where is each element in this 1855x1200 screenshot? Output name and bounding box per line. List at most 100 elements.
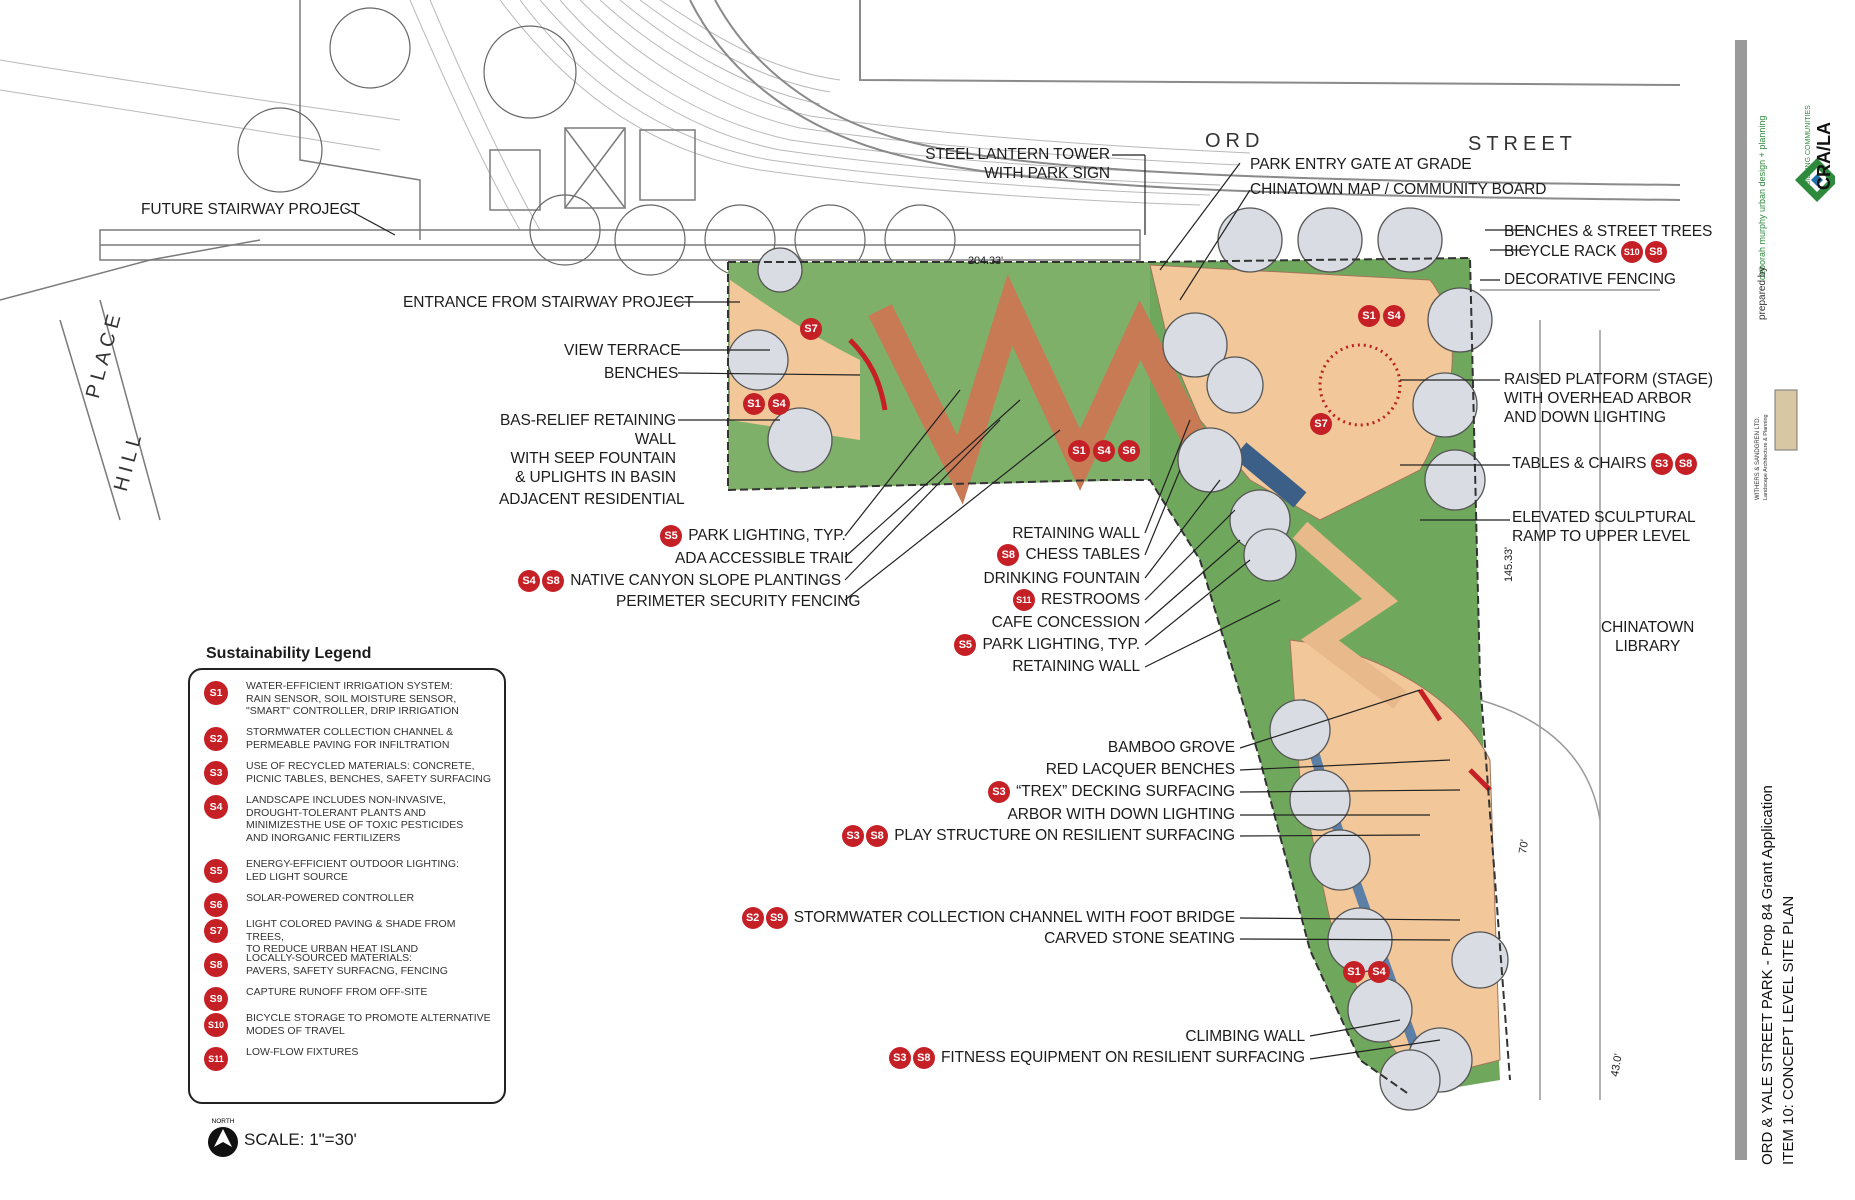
label-drinking-fountain: DRINKING FOUNTAIN — [983, 570, 1141, 587]
badge-s3: S3 — [1650, 453, 1673, 475]
prepared-by-text: prepared by — [1757, 267, 1768, 320]
badge-s5: S5 — [660, 525, 682, 547]
legend-text: USE OF RECYCLED MATERIALS: CONCRETE, PIC… — [246, 760, 492, 785]
legend-badge: S3 — [204, 761, 228, 785]
badge-s2: S2 — [741, 907, 764, 929]
ord-street-curb — [689, 0, 1681, 201]
badge-s11: S11 — [1012, 589, 1035, 611]
title-line-2: ITEM 10: CONCEPT LEVEL SITE PLAN — [1780, 896, 1797, 1165]
legend-text: STORMWATER COLLECTION CHANNEL & PERMEABL… — [246, 726, 454, 751]
legend-text: WATER-EFFICIENT IRRIGATION SYSTEM: RAIN … — [246, 680, 459, 717]
badge-s8: S8 — [1644, 241, 1667, 263]
firm-text: WITHERS & SANDGREN LTD. — [1755, 416, 1761, 500]
north-label: NORTH — [212, 1118, 235, 1125]
legend-badge: S2 — [204, 727, 228, 751]
plan-badge-s6-slope: S6 — [1118, 440, 1140, 462]
label-steel-lantern: STEEL LANTERN TOWER WITH PARK SIGN — [925, 146, 1110, 182]
plan-badge-s4-terrace: S4 — [768, 393, 790, 415]
title-line-1: ORD & YALE STREET PARK - Prop 84 Grant A… — [1759, 785, 1776, 1165]
legend-text: LANDSCAPE INCLUDES NON-INVASIVE, DROUGHT… — [246, 794, 464, 844]
street-name-ord: ORD — [1205, 130, 1265, 152]
label-chess-tables: S8 CHESS TABLES — [950, 544, 1140, 566]
label-park-lighting-1: S5 PARK LIGHTING, TYP. — [660, 525, 846, 547]
label-bamboo-grove: BAMBOO GROVE — [1107, 739, 1235, 756]
stairway-outline — [0, 0, 1141, 521]
label-bas-relief: BAS-RELIEF RETAINING WALL WITH SEEP FOUN… — [500, 412, 676, 486]
legend-badge: S7 — [204, 919, 228, 943]
logo-sub-text: BUILDING COMMUNITIES — [1805, 105, 1812, 190]
badge-s5: S5 — [954, 634, 977, 656]
legend-text: LOCALLY-SOURCED MATERIALS: PAVERS, SAFET… — [246, 952, 448, 977]
legend-badge: S8 — [204, 953, 228, 977]
label-decorative-fencing: DECORATIVE FENCING — [1504, 271, 1676, 288]
badge-s8: S8 — [865, 825, 888, 847]
scale-label: SCALE: 1"=30' — [244, 1130, 357, 1149]
label-arbor: ARBOR WITH DOWN LIGHTING — [1007, 806, 1235, 823]
library-outline — [1479, 289, 1660, 1100]
label-retaining-wall-2: RETAINING WALL — [1012, 658, 1140, 675]
label-ada-trail: ADA ACCESSIBLE TRAIL — [675, 550, 853, 567]
badge-s8: S8 — [912, 1047, 935, 1069]
label-entrance-stairway: ENTRANCE FROM STAIRWAY PROJECT — [403, 294, 694, 311]
legend-text: ENERGY-EFFICIENT OUTDOOR LIGHTING: LED L… — [246, 858, 459, 883]
legend-text: SOLAR-POWERED CONTROLLER — [246, 892, 415, 904]
label-benches-trees: BENCHES & STREET TREES — [1504, 223, 1713, 240]
badge-s3: S3 — [987, 781, 1010, 803]
label-chinatown-map: CHINATOWN MAP / COMMUNITY BOARD — [1250, 181, 1547, 198]
plan-badge-s1-terrace: S1 — [743, 393, 765, 415]
dimension-top: 204.33' — [968, 255, 1004, 267]
label-raised-platform: RAISED PLATFORM (STAGE) WITH OVERHEAD AR… — [1504, 371, 1713, 426]
legend-text: BICYCLE STORAGE TO PROMOTE ALTERNATIVE M… — [246, 1012, 491, 1037]
logo-top-text: CRA/LA — [1814, 122, 1834, 190]
label-cafe: CAFE CONCESSION — [991, 614, 1140, 631]
dimension-diag: 70' — [1516, 838, 1532, 855]
badge-s9: S9 — [765, 907, 788, 929]
badge-s3: S3 — [888, 1047, 911, 1069]
label-adjacent-residential: ADJACENT RESIDENTIAL — [499, 491, 685, 508]
legend-badge: S4 — [204, 795, 228, 819]
legend-text: LOW-FLOW FIXTURES — [246, 1046, 359, 1058]
street-name-hill: HILL — [110, 427, 148, 494]
legend-badge: S5 — [204, 859, 228, 883]
street-name-street: STREET — [1468, 133, 1577, 155]
label-red-lacquer: RED LACQUER BENCHES — [1045, 761, 1235, 778]
label-climbing-wall: CLIMBING WALL — [1185, 1028, 1305, 1045]
legend-title: Sustainability Legend — [206, 645, 372, 662]
badge-s10: S10 — [1620, 241, 1643, 263]
perimeter-fence-lower — [727, 262, 1411, 1096]
legend-badge: S11 — [204, 1047, 228, 1071]
label-park-lighting-2: S5 PARK LIGHTING, TYP. — [930, 634, 1140, 656]
label-benches: BENCHES — [604, 365, 679, 382]
legend-badge: S10 — [204, 1013, 228, 1037]
label-elevated-ramp: ELEVATED SCULPTURAL RAMP TO UPPER LEVEL — [1512, 509, 1696, 545]
badge-s4: S4 — [518, 570, 540, 592]
label-trex-decking: S3 “TREX” DECKING SURFACING — [960, 781, 1235, 803]
plan-badge-s4-slope: S4 — [1093, 440, 1115, 462]
label-park-entry-gate: PARK ENTRY GATE AT GRADE — [1250, 156, 1472, 173]
legend-badge: S9 — [204, 987, 228, 1011]
firm-logo-icon — [1774, 389, 1798, 451]
plan-badge-s7-terrace: S7 — [800, 318, 822, 340]
badge-s3: S3 — [841, 825, 864, 847]
plan-badge-s4-play: S4 — [1368, 961, 1390, 983]
park-trees — [727, 207, 1509, 1111]
firm-sub-text: Landscape Architecture & Planning — [1763, 414, 1769, 500]
dimension-right: 145.33' — [1503, 546, 1515, 582]
label-carved-stone: CARVED STONE SEATING — [1044, 930, 1235, 947]
cra-la-logo-icon — [1795, 158, 1839, 202]
badge-s8: S8 — [1674, 453, 1697, 475]
badge-s8: S8 — [997, 544, 1020, 566]
legend-badge: S6 — [204, 893, 228, 917]
title-block: CRA/LA BUILDING COMMUNITIES deborah murp… — [1735, 40, 1839, 1180]
label-future-stairway: FUTURE STAIRWAY PROJECT — [141, 201, 361, 218]
plan-badge-s1-play: S1 — [1343, 961, 1365, 983]
street-name-place: PLACE — [82, 307, 127, 401]
badge-s8: S8 — [542, 570, 564, 592]
plan-badge-s1-plaza: S1 — [1358, 305, 1380, 327]
